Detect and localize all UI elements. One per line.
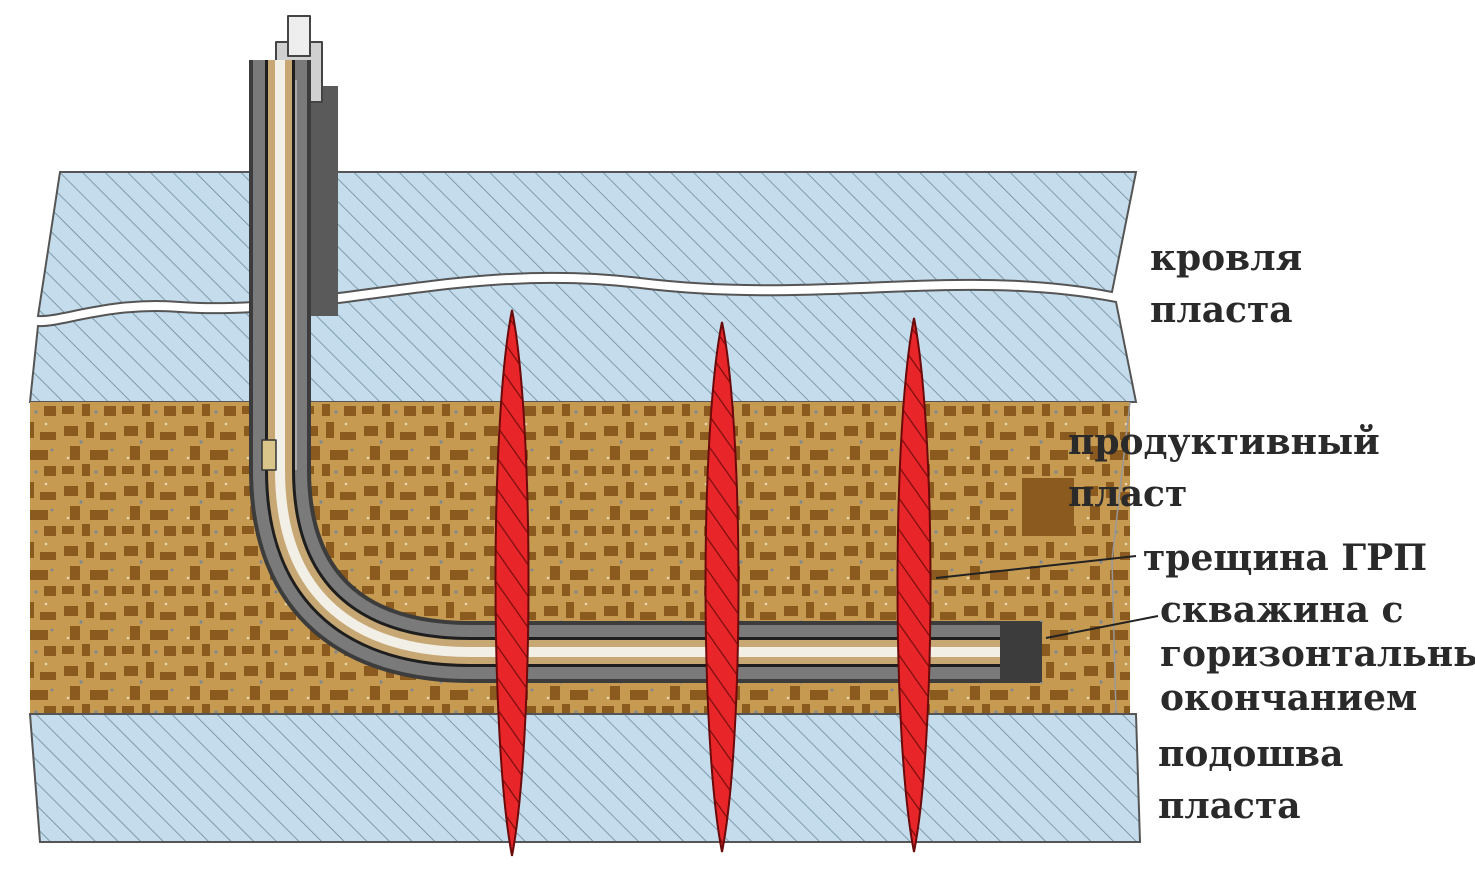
fracture-1 — [494, 309, 530, 857]
fracture-label: трещина ГРП — [1143, 537, 1428, 579]
well-label: скважина с горизонтальным окончанием — [1160, 589, 1475, 719]
well-leader-line — [1045, 615, 1159, 639]
fracture-leader-line — [935, 555, 1137, 579]
roof-label: кровля пласта — [1150, 237, 1303, 331]
fracture-2 — [704, 321, 740, 853]
fracture-3 — [896, 317, 932, 853]
floor-label: подошва пласта — [1158, 733, 1344, 827]
productive-layer-label: продуктивный пласт — [1068, 421, 1380, 515]
fractures — [494, 309, 932, 857]
wellbore — [249, 15, 1042, 683]
cap-rock-lower — [28, 713, 1142, 843]
